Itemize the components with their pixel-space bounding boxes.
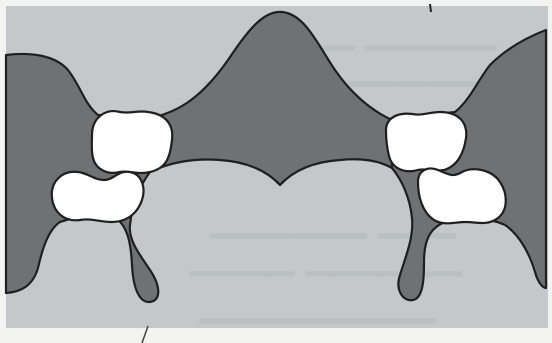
top-tick-mark	[430, 4, 431, 12]
pencil-mark	[142, 326, 148, 343]
tooth-left-lower	[52, 172, 144, 222]
tooth-right-lower	[418, 169, 506, 224]
tooth-left-upper	[92, 111, 173, 173]
tooth-right-upper	[386, 112, 466, 171]
